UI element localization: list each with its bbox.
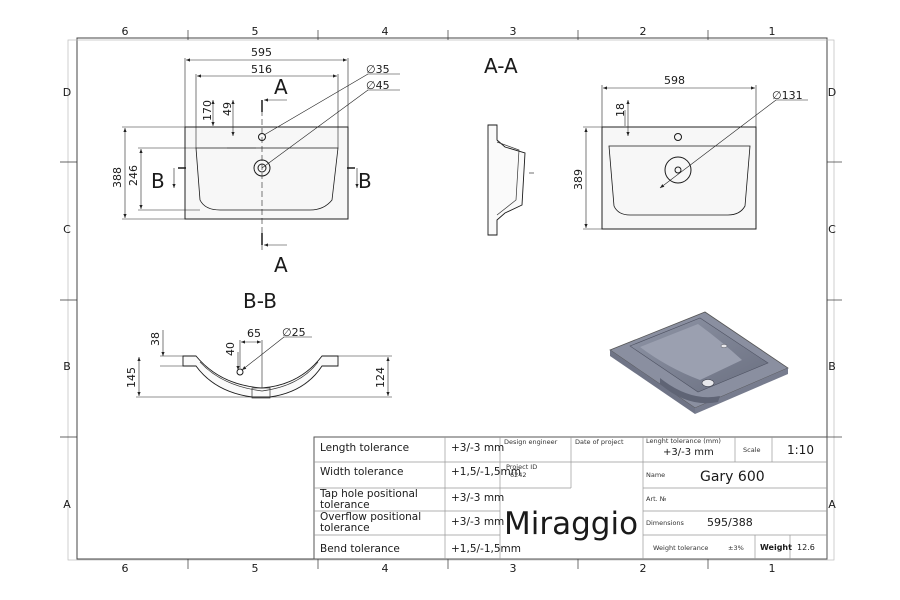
section-aa-title: A-A: [484, 54, 518, 78]
bend-tolerance-label: Bend tolerance: [320, 543, 400, 555]
grid-row-right-C: C: [828, 223, 836, 236]
grid-col-bottom-2: 2: [640, 562, 647, 575]
section-b-right-label: B: [358, 169, 372, 193]
art-no-label: Art. №: [646, 495, 667, 503]
dim-dia-25: ∅25: [282, 326, 306, 339]
dim-18: 18: [614, 103, 627, 117]
overflow-tolerance-value: +3/-3 mm: [451, 516, 504, 528]
date-of-project-label: Date of project: [575, 438, 624, 446]
grid-row-left-A: A: [63, 498, 71, 511]
name-label: Name: [646, 471, 665, 479]
width-tolerance-label: Width tolerance: [320, 466, 403, 478]
length-tolerance-value: +3/-3 mm: [451, 442, 504, 454]
grid-ticks: [60, 30, 842, 569]
dim-height-388: 388: [111, 167, 124, 188]
dim-124: 124: [374, 367, 387, 388]
scale-value: 1:10: [787, 443, 814, 457]
grid-col-top-5: 5: [252, 25, 259, 38]
grid-col-top-3: 3: [510, 25, 517, 38]
grid-row-right-B: B: [828, 360, 836, 373]
tap-hole-tolerance-value: +3/-3 mm: [451, 492, 504, 504]
length-tolerance-mm-label: Lenght tolerance (mm): [646, 437, 721, 445]
grid-col-top-2: 2: [640, 25, 647, 38]
front-view-outline: [601, 126, 757, 230]
product-name: Gary 600: [700, 469, 765, 485]
dim-width-595: 595: [251, 46, 272, 59]
section-a-bottom-label: A: [274, 253, 288, 277]
dim-basin-516: 516: [251, 63, 272, 76]
overflow-tolerance-label-1: Overflow positional: [320, 511, 421, 523]
section-aa: A-A: [484, 54, 534, 236]
grid-row-left-D: D: [63, 86, 71, 99]
section-bb-title: B-B: [243, 289, 277, 313]
grid-col-bottom-5: 5: [252, 562, 259, 575]
top-view-basin: [195, 147, 339, 211]
dimensions-label: Dimensions: [646, 519, 685, 527]
dim-65: 65: [247, 327, 261, 340]
grid-col-top-6: 6: [122, 25, 129, 38]
dim-width-598: 598: [664, 74, 685, 87]
top-view: A A B B 595 516 170 49 388 246 ∅35: [111, 46, 400, 277]
design-engineer-label: Design engineer: [504, 438, 558, 446]
grid-col-bottom-3: 3: [510, 562, 517, 575]
section-b-left-label: B: [151, 169, 165, 193]
section-a-top-label: A: [274, 75, 288, 99]
section-bb: B-B 38 145 124 65 40 ∅25: [125, 289, 392, 399]
dim-38: 38: [149, 332, 162, 346]
grid-col-top-4: 4: [382, 25, 389, 38]
grid-row-left-C: C: [63, 223, 71, 236]
overflow-tolerance-label-2: tolerance: [320, 522, 370, 534]
front-view: 598 18 389 ∅131: [572, 74, 808, 230]
grid-column-numbers-top: 6 5 4 3 2 1: [122, 25, 776, 38]
grid-col-bottom-1: 1: [769, 562, 776, 575]
top-view-outline: [184, 126, 349, 220]
grid-col-bottom-4: 4: [382, 562, 389, 575]
weight-value: 12.6: [797, 543, 815, 552]
bend-tolerance-value: +1,5/-1,5mm: [451, 543, 521, 555]
tap-hole-tolerance-label-2: tolerance: [320, 499, 370, 511]
grid-row-left-B: B: [63, 360, 71, 373]
project-id-value: 6242: [510, 471, 527, 479]
grid-column-numbers-bottom: 6 5 4 3 2 1: [122, 562, 776, 575]
dim-dia-45: ∅45: [366, 79, 390, 92]
grid-row-letters-left: D C B A: [63, 86, 71, 511]
weight-label: Weight: [760, 543, 792, 552]
brand-logo: Miraggio: [504, 506, 638, 542]
length-tolerance-label: Length tolerance: [320, 442, 409, 454]
front-drain: [664, 156, 692, 184]
dim-246: 246: [127, 165, 140, 186]
width-tolerance-value: +1,5/-1,5mm: [451, 466, 521, 478]
grid-row-right-A: A: [828, 498, 836, 511]
isometric-view: [609, 311, 789, 414]
dim-40: 40: [224, 342, 237, 356]
grid-row-letters-right: D C B A: [828, 86, 836, 511]
weight-tolerance-label: Weight tolerance: [653, 544, 708, 552]
dim-height-389: 389: [572, 169, 585, 190]
project-id-label: Project ID: [506, 463, 537, 471]
dim-170: 170: [201, 100, 214, 121]
weight-tolerance-value: ±3%: [728, 544, 744, 552]
title-block: Length tolerance +3/-3 mm Width toleranc…: [313, 436, 828, 560]
dim-dia-35: ∅35: [366, 63, 390, 76]
length-tolerance-mm-value: +3/-3 mm: [663, 447, 714, 458]
tap-hole-tolerance-label-1: Tap hole positional: [319, 488, 418, 500]
dim-49: 49: [221, 102, 234, 116]
scale-label: Scale: [743, 446, 761, 454]
grid-col-bottom-6: 6: [122, 562, 129, 575]
grid-col-top-1: 1: [769, 25, 776, 38]
grid-row-right-D: D: [828, 86, 836, 99]
dimensions-value: 595/388: [707, 516, 753, 529]
dim-145: 145: [125, 367, 138, 388]
dim-dia-131: ∅131: [772, 89, 803, 102]
